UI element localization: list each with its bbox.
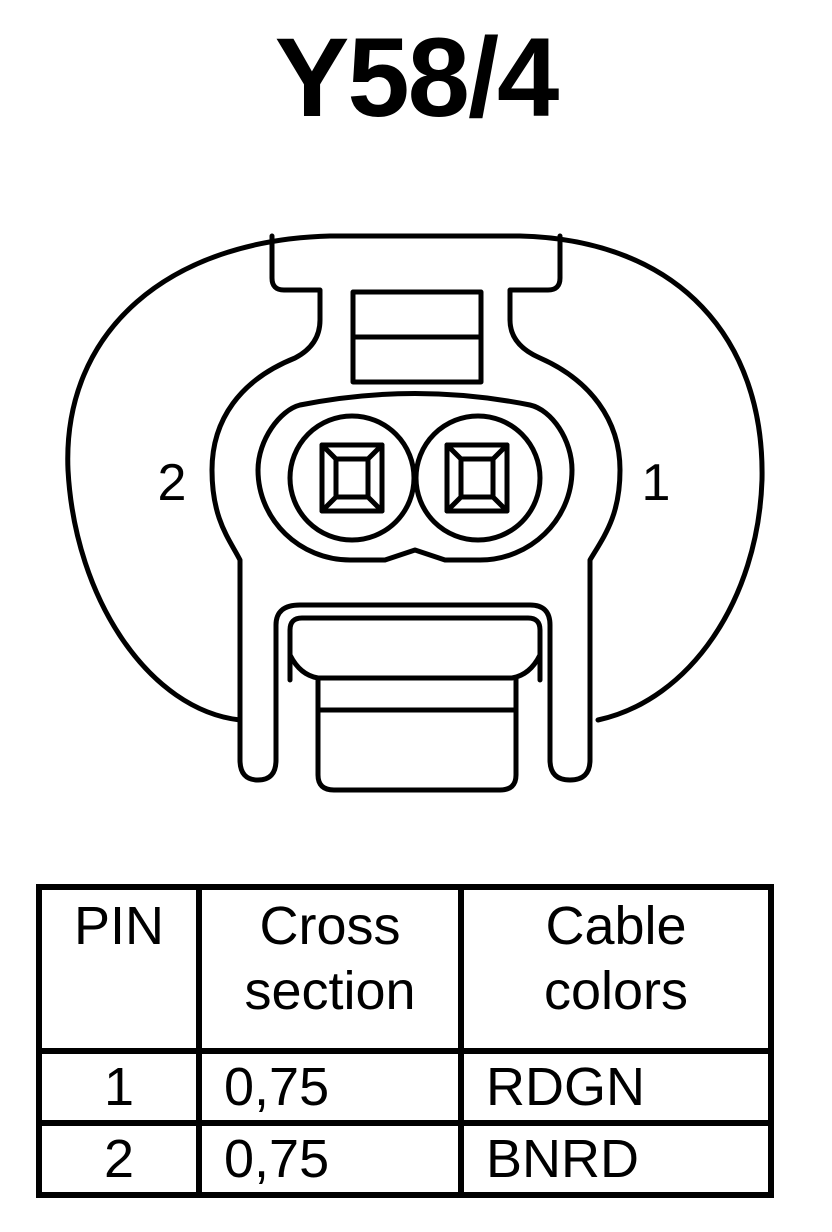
connector-latch-outline xyxy=(209,233,623,783)
cell-cross-section: 0,75 xyxy=(196,1048,464,1126)
terminal-cavity xyxy=(255,391,575,563)
connector-title: Y58/4 xyxy=(274,15,560,140)
connector-housing-outline xyxy=(65,233,765,723)
contact-2-outer xyxy=(319,442,385,514)
cell-cross-section: 0,75 xyxy=(196,1120,464,1198)
header-pin: PIN xyxy=(36,884,202,1054)
terminal-1 xyxy=(413,413,543,543)
cell-pin: 2 xyxy=(36,1120,202,1198)
pin-2-label: 2 xyxy=(158,454,187,512)
cell-color: RDGN xyxy=(458,1048,774,1126)
pin-1-label: 1 xyxy=(642,454,671,512)
cell-pin: 1 xyxy=(36,1048,202,1126)
contact-1-outer xyxy=(444,442,510,514)
connector-diagram: 2 1 xyxy=(65,233,765,793)
locking-tab xyxy=(287,615,543,683)
terminal-2 xyxy=(287,413,417,543)
cell-color: BNRD xyxy=(458,1120,774,1198)
table-row: 2 0,75 BNRD xyxy=(36,1120,774,1198)
table-row: 1 0,75 RDGN xyxy=(36,1048,774,1126)
